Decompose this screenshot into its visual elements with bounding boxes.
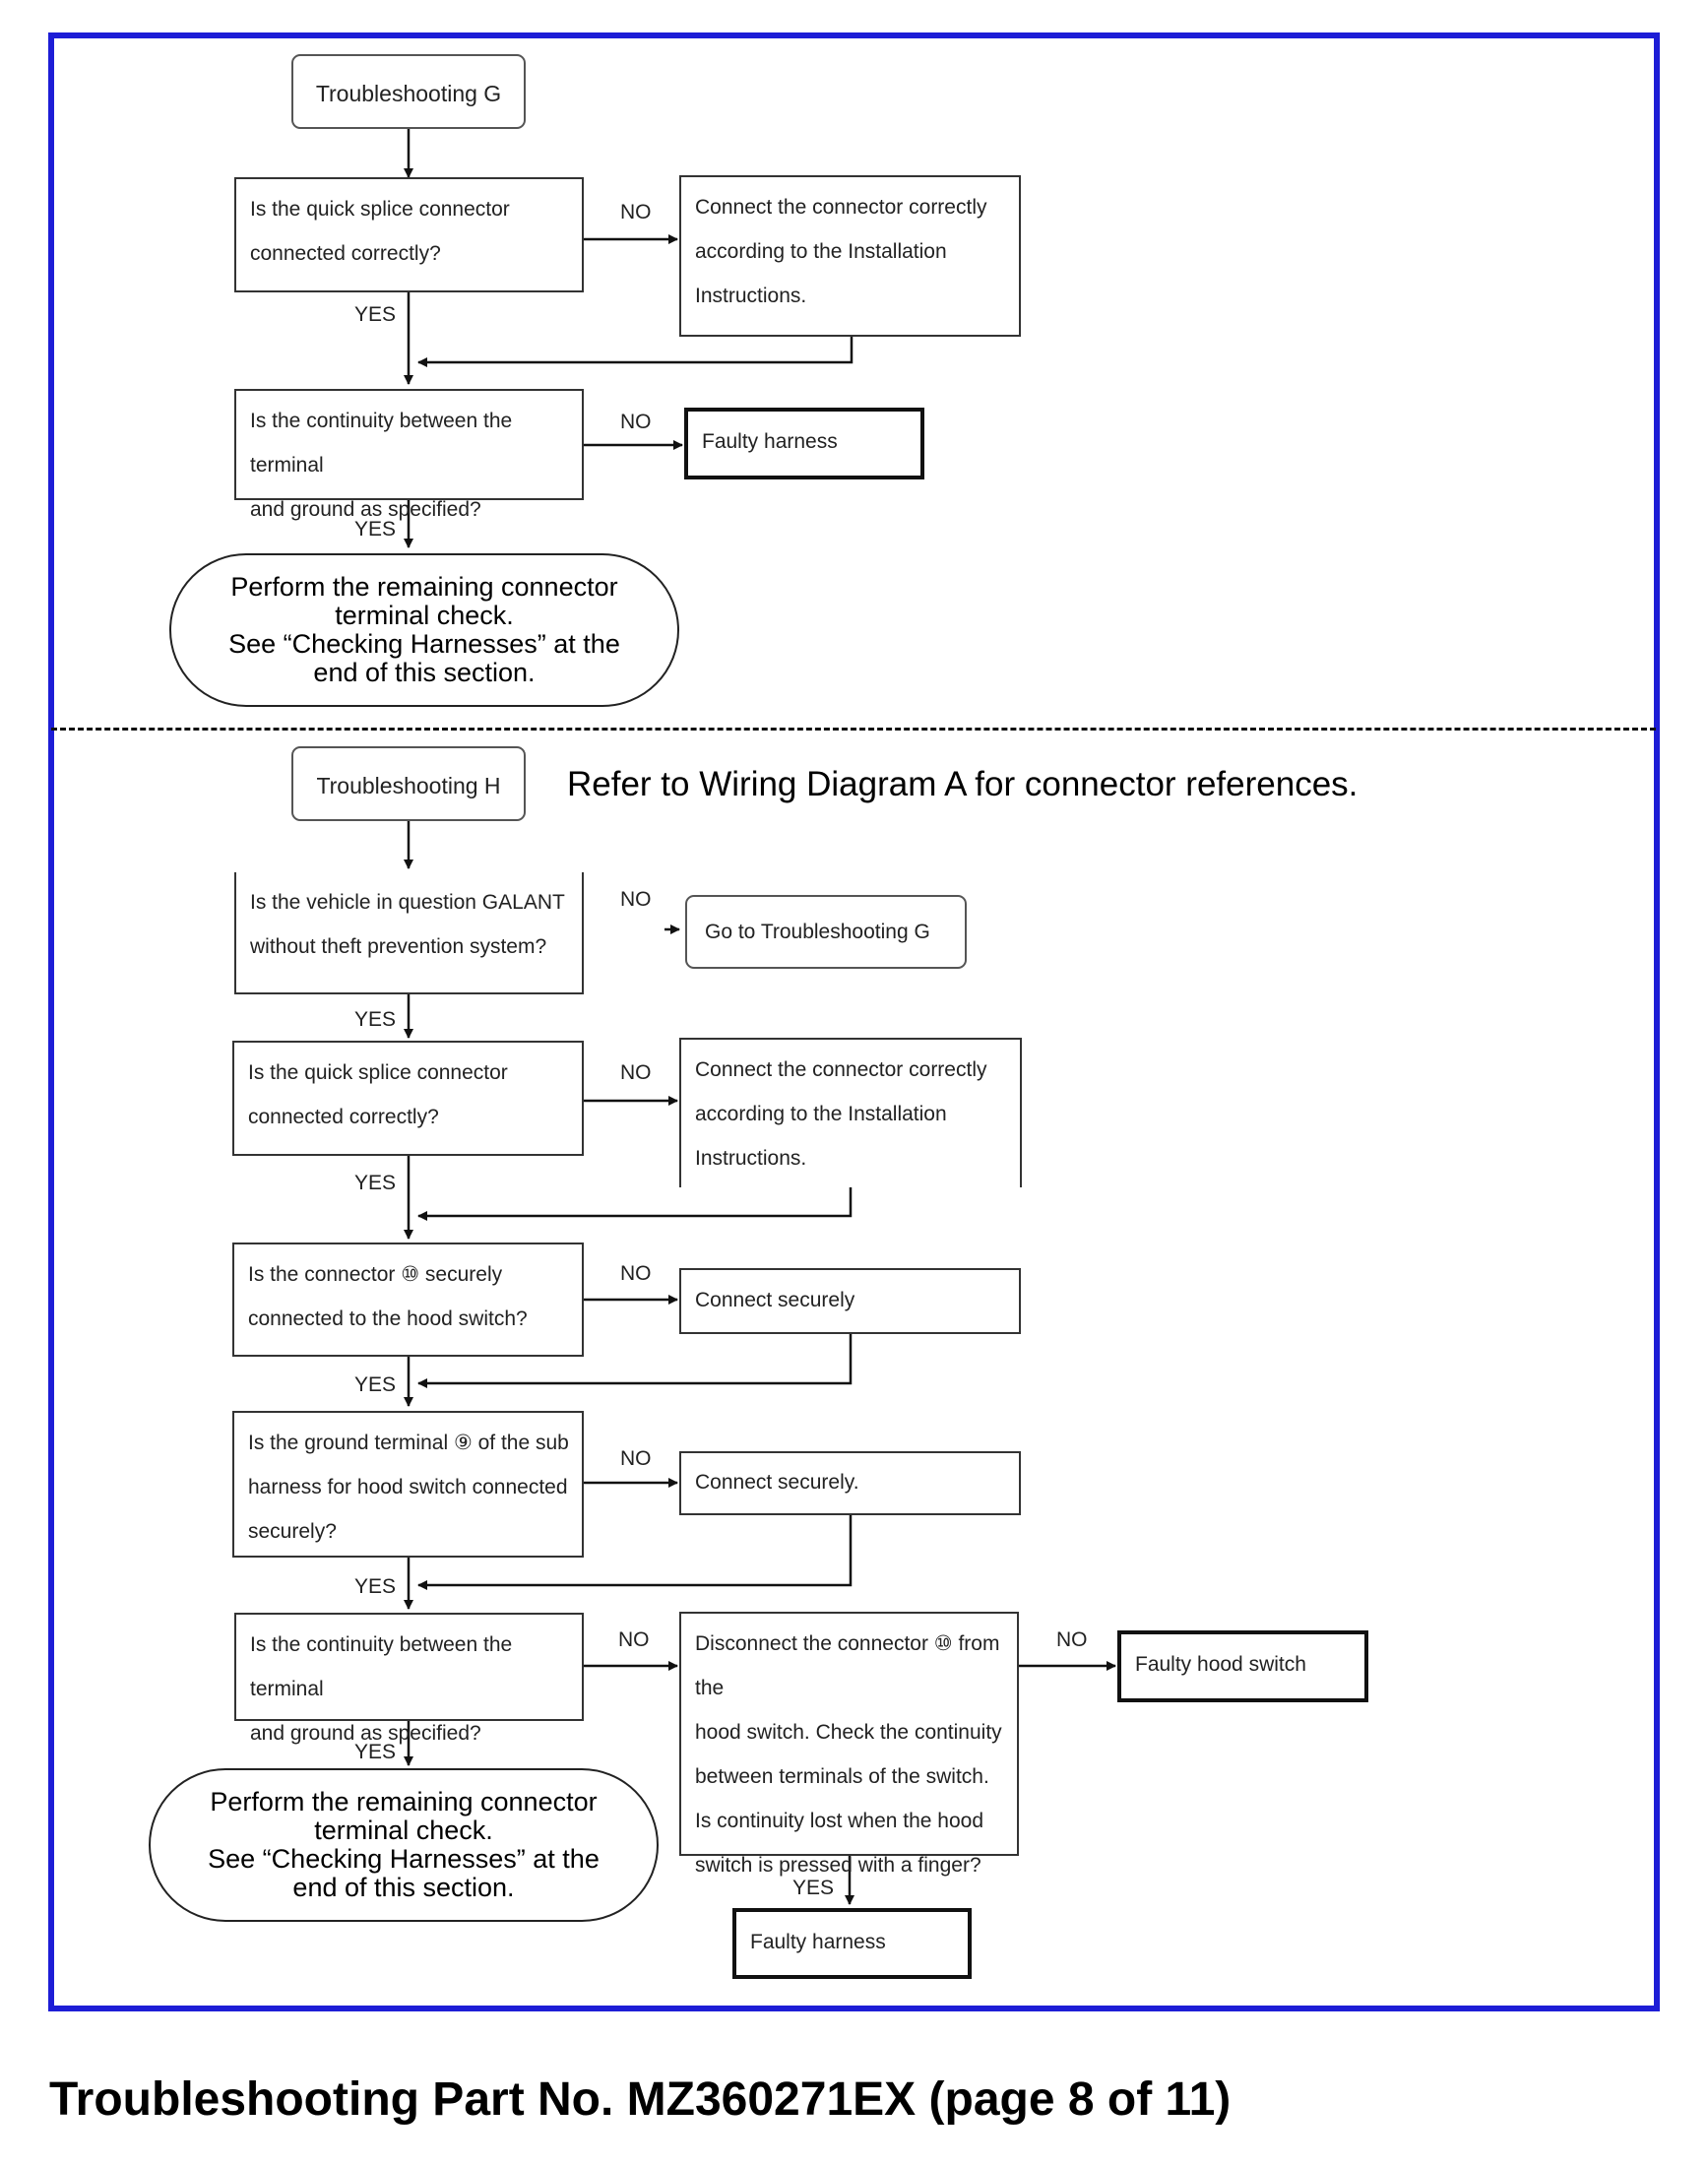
line: Perform the remaining connector: [230, 572, 618, 602]
question-g-quick-splice: Is the quick splice connector connected …: [234, 177, 584, 292]
action-h-connect-securely-1: Connect securely: [679, 1268, 1021, 1334]
line: between terminals of the switch.: [695, 1765, 989, 1788]
label-yes: YES: [354, 518, 397, 541]
line: harness for hood switch connected: [248, 1476, 568, 1498]
label-yes: YES: [354, 303, 397, 326]
line: securely?: [248, 1520, 337, 1543]
line: Disconnect the connector ⑩ from the: [695, 1632, 1000, 1699]
label-yes: YES: [354, 1741, 397, 1763]
line: Connect the connector correctly: [695, 196, 987, 219]
line: without theft prevention system?: [250, 935, 547, 958]
label-yes: YES: [354, 1008, 397, 1031]
action-h-connect-securely-2: Connect securely.: [679, 1451, 1021, 1515]
diagram-frame: [48, 32, 1660, 2011]
result-g-faulty-harness: Faulty harness: [684, 408, 924, 479]
arrow-g-return1: [417, 337, 854, 367]
line: Is the continuity between the terminal: [250, 410, 513, 477]
arrow-h-return2: [417, 1187, 853, 1221]
label-yes: YES: [354, 1373, 397, 1396]
action-h-check-hood-switch: Disconnect the connector ⑩ from the hood…: [679, 1612, 1019, 1877]
line: Is the continuity between the terminal: [250, 1633, 513, 1700]
line: connected to the hood switch?: [248, 1307, 528, 1330]
question-h-connector-hood-switch: Is the connector ⑩ securely connected to…: [232, 1243, 584, 1357]
label-yes: YES: [792, 1877, 835, 1899]
line: Instructions.: [695, 285, 807, 307]
section-separator: [51, 728, 1656, 731]
arrow-h-return4: [417, 1515, 853, 1590]
link-go-to-troubleshooting-g: Go to Troubleshooting G: [685, 895, 967, 969]
line: Perform the remaining connector: [210, 1787, 598, 1816]
line: according to the Installation: [695, 1103, 947, 1125]
line: and ground as specified?: [250, 1722, 481, 1745]
line: according to the Installation: [695, 240, 947, 263]
label-no: NO: [620, 1447, 652, 1470]
line: connected correctly?: [250, 242, 441, 265]
line: Connect the connector correctly: [695, 1058, 987, 1081]
label-no: NO: [1056, 1628, 1088, 1651]
action-h-connect-correctly: Connect the connector correctly accordin…: [679, 1038, 1022, 1187]
terminal-h-remaining-check: Perform the remaining connector terminal…: [149, 1768, 659, 1922]
question-g-continuity: Is the continuity between the terminal a…: [234, 389, 584, 521]
line: terminal check.: [314, 1816, 493, 1845]
line: connected correctly?: [248, 1106, 439, 1128]
start-troubleshooting-g: Troubleshooting G: [291, 54, 526, 129]
line: See “Checking Harnesses” at the: [228, 629, 620, 659]
label-no: NO: [620, 888, 652, 911]
label-no: NO: [620, 411, 652, 433]
line: Is the vehicle in question GALANT: [250, 891, 565, 914]
page-footer-title: Troubleshooting Part No. MZ360271EX (pag…: [49, 2073, 1232, 2126]
line: See “Checking Harnesses” at the: [208, 1844, 600, 1874]
wiring-reference-note: Refer to Wiring Diagram A for connector …: [567, 765, 1359, 803]
question-h-ground-terminal: Is the ground terminal ⑨ of the sub harn…: [232, 1411, 584, 1558]
label-yes: YES: [354, 1575, 397, 1598]
line: Is the connector ⑩ securely: [248, 1263, 503, 1286]
label-no: NO: [618, 1628, 650, 1651]
arrow-h-return3: [417, 1334, 853, 1388]
line: Is the quick splice connector: [250, 198, 510, 221]
line: terminal check.: [335, 601, 514, 630]
line: Is the quick splice connector: [248, 1061, 508, 1084]
terminal-g-remaining-check: Perform the remaining connector terminal…: [169, 553, 679, 707]
line: hood switch. Check the continuity: [695, 1721, 1002, 1744]
result-h-faulty-harness: Faulty harness: [732, 1908, 972, 1979]
line: and ground as specified?: [250, 498, 481, 521]
line: end of this section.: [292, 1873, 515, 1902]
label-no: NO: [620, 1262, 652, 1285]
question-h-galant: Is the vehicle in question GALANT withou…: [234, 872, 584, 994]
question-h-continuity: Is the continuity between the terminal a…: [234, 1613, 584, 1745]
label-yes: YES: [354, 1172, 397, 1194]
line: switch is pressed with a finger?: [695, 1854, 981, 1877]
result-h-faulty-hood-switch: Faulty hood switch: [1117, 1630, 1368, 1702]
action-g-connect-correctly: Connect the connector correctly accordin…: [679, 175, 1021, 337]
start-troubleshooting-h: Troubleshooting H: [291, 746, 526, 821]
question-h-quick-splice: Is the quick splice connector connected …: [232, 1041, 584, 1156]
label-no: NO: [620, 201, 652, 223]
line: end of this section.: [313, 658, 536, 687]
label-no: NO: [620, 1061, 652, 1084]
line: Is the ground terminal ⑨ of the sub: [248, 1432, 569, 1454]
line: Instructions.: [695, 1147, 807, 1170]
line: Is continuity lost when the hood: [695, 1810, 984, 1832]
